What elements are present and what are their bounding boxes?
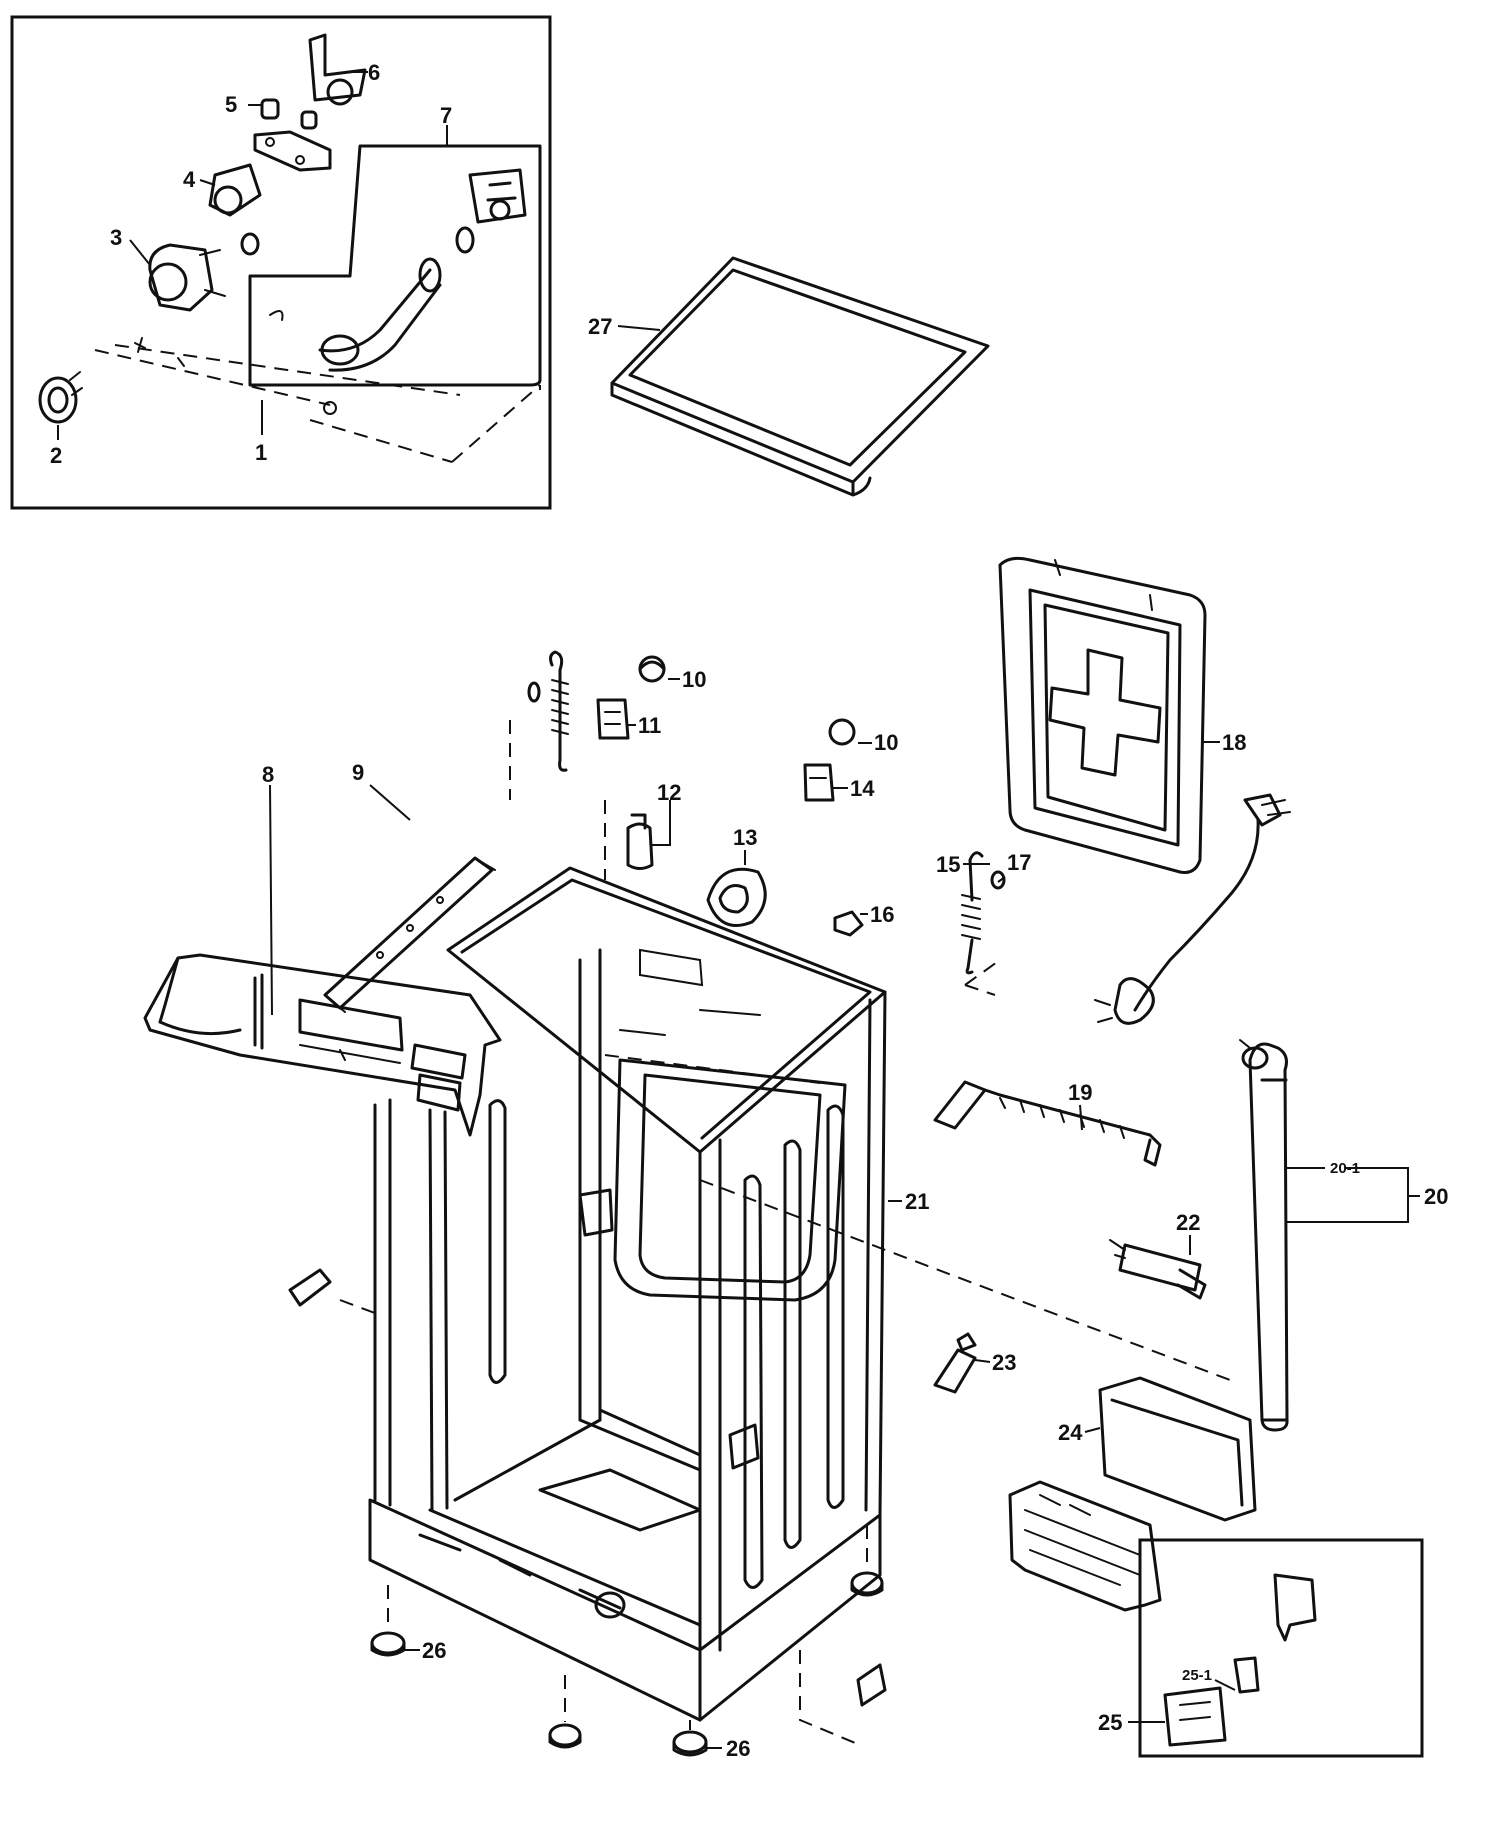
label-1: 1 [255, 440, 267, 465]
inset-pump-assembly [10, 15, 552, 510]
leader-lines [57, 71, 1420, 1749]
hose-region-outline [248, 144, 542, 387]
bracket-part-6 [308, 33, 367, 102]
label-3: 3 [110, 225, 122, 250]
side-bracket [288, 1268, 332, 1307]
hardware-parts-19-22-23 [933, 1080, 1207, 1394]
label-10b: 10 [874, 730, 898, 755]
door-frame-part-18 [998, 556, 1207, 874]
label-7: 7 [440, 103, 452, 128]
label-20: 20 [1424, 1184, 1448, 1209]
label-18: 18 [1222, 730, 1246, 755]
label-15: 15 [936, 852, 960, 877]
control-panel-part-8 [143, 953, 502, 1137]
label-6: 6 [368, 60, 380, 85]
power-cord [1094, 793, 1291, 1025]
label-10a: 10 [682, 667, 706, 692]
feet-part-26 [370, 1525, 887, 1757]
drain-hose-part-20 [1239, 1039, 1289, 1432]
filter-knob-part-2 [38, 376, 78, 424]
label-12: 12 [657, 780, 681, 805]
label-11: 11 [638, 713, 661, 738]
label-17: 17 [1007, 850, 1031, 875]
label-21: 21 [905, 1189, 929, 1214]
control-board-parts-24-25 [1008, 1376, 1424, 1758]
label-2: 2 [50, 443, 62, 468]
pump-cover-part-4 [208, 163, 262, 217]
part-labels: 1 2 3 4 5 6 7 8 9 10 11 12 13 10 14 15 1… [50, 60, 1448, 1761]
label-26b: 26 [726, 1736, 750, 1761]
label-26a: 26 [422, 1638, 446, 1663]
label-25: 25 [1098, 1710, 1122, 1735]
label-5: 5 [225, 92, 237, 117]
label-14: 14 [850, 776, 875, 801]
label-4: 4 [183, 167, 196, 192]
label-24: 24 [1058, 1420, 1083, 1445]
bracket-part-9 [323, 856, 496, 1013]
label-16: 16 [870, 902, 894, 927]
label-23: 23 [992, 1350, 1016, 1375]
label-22: 22 [1176, 1210, 1200, 1235]
misc-small-parts [626, 813, 864, 937]
top-cover-part-27 [610, 256, 990, 497]
label-25-1: 25-1 [1182, 1667, 1212, 1684]
label-13: 13 [733, 825, 757, 850]
label-19: 19 [1068, 1080, 1092, 1105]
pump-body-part-3 [148, 243, 214, 312]
label-27: 27 [588, 314, 612, 339]
label-9: 9 [352, 760, 364, 785]
cabinet-part-21 [339, 720, 1231, 1746]
sensor-parts [596, 655, 856, 802]
label-8: 8 [262, 762, 274, 787]
suspension-springs [527, 650, 1006, 996]
label-20-1: 20-1 [1330, 1160, 1360, 1177]
